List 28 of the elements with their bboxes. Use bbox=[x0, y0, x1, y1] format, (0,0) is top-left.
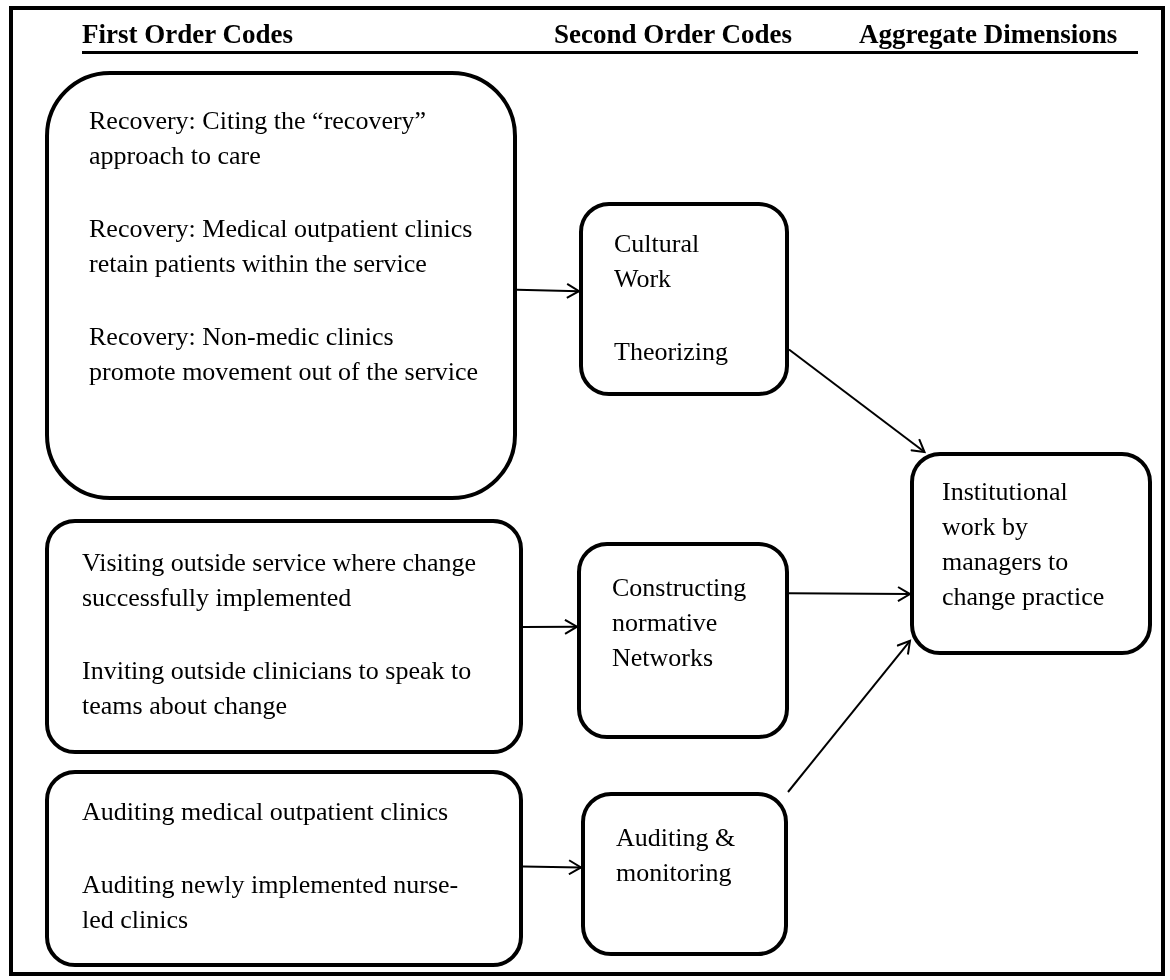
arrow bbox=[516, 282, 580, 299]
code-text: Recovery: Citing the “recovery” approach to care bbox=[89, 105, 428, 172]
code-box bbox=[45, 519, 523, 754]
code-text: Constructing normative Networks bbox=[612, 572, 748, 674]
code-text: Recovery: Non-medic clinics promote movement out of the service bbox=[89, 321, 479, 388]
code-box bbox=[577, 542, 789, 739]
code-box bbox=[910, 452, 1152, 655]
arrow bbox=[788, 348, 926, 453]
arrow bbox=[522, 859, 582, 876]
code-box bbox=[45, 770, 523, 967]
code-box bbox=[579, 202, 789, 396]
code-text: Institutional work by managers to change practice bbox=[942, 476, 1106, 613]
column-heading: Aggregate Dimensions bbox=[859, 18, 1118, 50]
code-box bbox=[581, 792, 788, 956]
arrow bbox=[788, 586, 911, 602]
code-text: Cultural Work bbox=[614, 228, 701, 295]
arrow bbox=[787, 639, 911, 793]
code-text: Inviting outside clinicians to speak to teams about change bbox=[82, 655, 473, 722]
arrow bbox=[522, 618, 578, 635]
code-box bbox=[45, 71, 517, 500]
code-text: Recovery: Medical outpatient clinics retain patients within the service bbox=[89, 213, 474, 280]
code-text: Theorizing bbox=[614, 336, 730, 368]
code-text: Visiting outside service where change successfully implemented bbox=[82, 547, 478, 614]
code-text: Auditing & monitoring bbox=[616, 822, 737, 889]
column-heading: First Order Codes bbox=[82, 18, 293, 50]
column-heading: Second Order Codes bbox=[554, 18, 792, 50]
code-text: Auditing newly implemented nurse-led clinics bbox=[82, 869, 460, 936]
code-text: Auditing medical outpatient clinics bbox=[82, 796, 450, 828]
